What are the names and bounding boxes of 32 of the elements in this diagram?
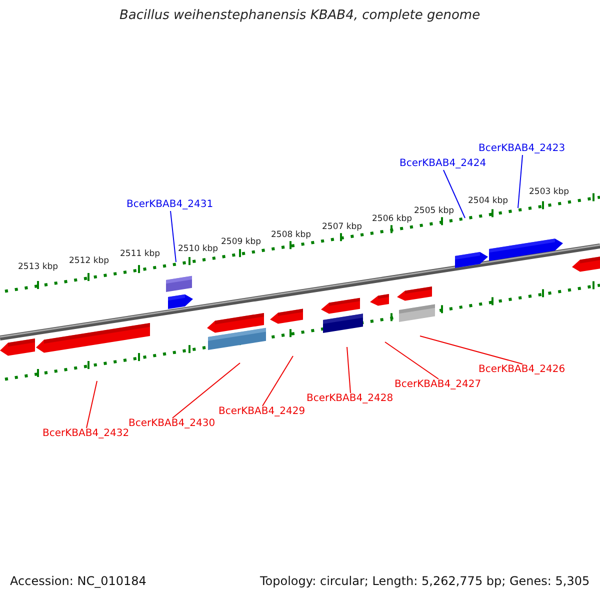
scale-label: 2510 kbp <box>178 244 218 254</box>
leader-line <box>518 154 523 208</box>
gene-label: BcerKBAB4_2428 <box>306 393 394 405</box>
gene-label: BcerKBAB4_2424 <box>400 158 486 170</box>
leader-line <box>443 170 466 218</box>
accession-text: Accession: NC_010184 <box>10 574 146 588</box>
leader-line <box>420 336 523 364</box>
genome-info-text: Topology: circular; Length: 5,262,775 bp; Genes: 5,305 <box>260 574 590 588</box>
gene-label: BcerKBAB4_2430 <box>128 418 216 430</box>
gene-label: BcerKBAB4_2431 <box>126 199 214 211</box>
leader-line <box>172 362 240 418</box>
scale-label: 2511 kbp <box>120 249 160 260</box>
scale-label: 2506 kbp <box>372 214 412 224</box>
gene-label: BcerKBAB4_2429 <box>218 406 306 418</box>
scale-label: 2505 kbp <box>414 206 454 216</box>
scale-label: 2507 kbp <box>322 222 362 232</box>
leader-line <box>86 380 98 428</box>
scale-label: 2504 kbp <box>468 196 508 206</box>
scale-label: 2508 kbp <box>271 230 312 240</box>
scale-label: 2512 kbp <box>69 256 110 266</box>
gene-label: BcerKBAB4_2423 <box>478 143 566 155</box>
leader-line <box>384 342 439 380</box>
title: Bacillus weihenstephanensis KBAB4, complete genome <box>120 8 480 24</box>
gene-label: BcerKBAB4_2432 <box>42 428 130 440</box>
leader-line <box>346 346 351 394</box>
leader-line <box>262 356 294 406</box>
gene-label: BcerKBAB4_2426 <box>478 364 566 376</box>
scale-label: 2513 kbp <box>18 262 58 272</box>
scale-label: 2509 kbp <box>221 237 262 248</box>
scale-label: 2503 kbp <box>529 187 570 198</box>
leader-line <box>170 210 176 262</box>
gene-label: BcerKBAB4_2427 <box>394 379 482 391</box>
